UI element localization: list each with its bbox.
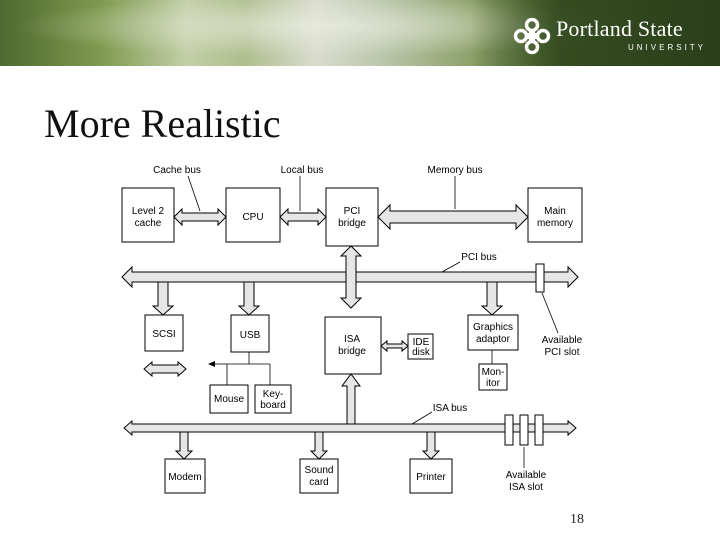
printer-connector <box>421 431 441 460</box>
isa-bridge-box: ISA bridge <box>324 316 382 375</box>
level2-cache-label-line1: Level 2 <box>132 206 165 217</box>
isa-bridge-connector <box>341 373 361 425</box>
mouse-box: Mouse <box>209 384 249 414</box>
slide-title: More Realistic <box>44 101 281 146</box>
isa-slot-3 <box>534 414 544 446</box>
scsi-label: SCSI <box>152 329 175 340</box>
ide-disk-label-line2: disk <box>412 347 431 358</box>
graphics-connector <box>480 281 504 316</box>
isa-slot-2 <box>519 414 529 446</box>
logo-subtitle: UNIVERSITY <box>628 43 707 52</box>
modem-connector <box>174 431 194 460</box>
header-banner: Portland State UNIVERSITY <box>0 0 720 66</box>
keyboard-box: Key- board <box>254 384 292 414</box>
isa-bus-leader <box>411 411 433 425</box>
monitor-box: Mon- itor <box>478 363 508 391</box>
graphics-adaptor-label-line1: Graphics <box>473 322 513 333</box>
scsi-box: SCSI <box>144 314 184 352</box>
available-isa-slot-label-line2: ISA slot <box>509 482 543 493</box>
pci-bridge-label-line1: PCI <box>344 206 361 217</box>
pci-bridge-box: PCI bridge <box>325 187 379 247</box>
ide-disk-box: IDE disk <box>407 333 434 360</box>
level2-cache-label-line2: cache <box>135 218 162 229</box>
keyboard-label-line1: Key- <box>263 389 284 400</box>
university-logo: Portland State UNIVERSITY <box>512 14 712 56</box>
main-memory-box: Main memory <box>527 187 583 243</box>
pci-slot <box>535 263 545 293</box>
available-pci-slot-leader <box>541 292 559 334</box>
psu-mark-icon <box>513 17 551 55</box>
available-isa-slot-label-line1: Available <box>506 470 547 481</box>
isa-slot-1 <box>504 414 514 446</box>
banner-photo-shade <box>470 0 720 66</box>
available-pci-slot-label-line1: Available <box>542 335 583 346</box>
usb-label: USB <box>240 330 261 341</box>
pci-bridge-connector <box>339 245 363 309</box>
isa-bridge-label-line1: ISA <box>344 334 360 345</box>
mouse-label: Mouse <box>214 394 244 405</box>
modem-label: Modem <box>168 472 201 483</box>
bus-architecture-diagram: .box { fill:#ffffff; stroke:#000; stroke… <box>121 165 583 494</box>
main-memory-label-line1: Main <box>544 206 566 217</box>
memory-bus-label: Memory bus <box>427 165 482 176</box>
local-bus-label: Local bus <box>281 165 324 176</box>
isa-bus <box>123 419 577 437</box>
monitor-label-line2: itor <box>486 378 501 389</box>
cache-bus-leader <box>187 175 201 212</box>
isa-bridge-label-line2: bridge <box>338 346 366 357</box>
page-number: 18 <box>570 512 584 527</box>
sound-connector <box>309 431 329 460</box>
isa-bus-label: ISA bus <box>433 403 467 414</box>
printer-label: Printer <box>416 472 446 483</box>
keyboard-label-line2: board <box>260 400 286 411</box>
ide-connector <box>380 339 409 353</box>
level2-cache-box: Level 2 cache <box>121 187 175 243</box>
scsi-connector <box>151 281 175 316</box>
graphics-adaptor-box: Graphics adaptor <box>467 314 519 351</box>
sound-card-box: Sound card <box>299 458 339 494</box>
memory-bus-arrow <box>377 203 529 231</box>
cache-bus-label: Cache bus <box>153 165 201 176</box>
ide-disk-label-line1: IDE <box>413 337 430 348</box>
available-pci-slot-label-line2: PCI slot <box>544 347 579 358</box>
cpu-label: CPU <box>242 212 263 223</box>
local-bus-arrow <box>279 207 327 227</box>
logo-name: Portland State <box>556 16 683 41</box>
sound-card-label-line1: Sound <box>305 465 334 476</box>
usb-connector <box>237 281 261 316</box>
usb-left-arrowhead <box>208 361 215 367</box>
main-memory-label-line2: memory <box>537 218 573 229</box>
modem-box: Modem <box>164 458 206 494</box>
monitor-label-line1: Mon- <box>482 367 505 378</box>
scsi-external-bus <box>143 360 187 378</box>
sound-card-label-line2: card <box>309 477 328 488</box>
pci-bus-label: PCI bus <box>461 252 497 263</box>
usb-box: USB <box>230 314 270 353</box>
graphics-adaptor-label-line2: adaptor <box>476 334 511 345</box>
cache-bus-arrow <box>173 207 227 227</box>
pci-bus-leader <box>441 261 461 273</box>
cpu-box: CPU <box>225 187 281 243</box>
printer-box: Printer <box>409 458 453 494</box>
pci-bridge-label-line2: bridge <box>338 218 366 229</box>
